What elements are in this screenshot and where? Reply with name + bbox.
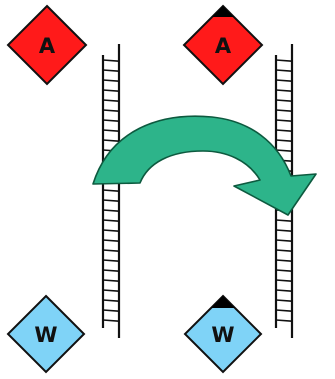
ladder-rung bbox=[102, 209, 120, 212]
ladder-rung bbox=[275, 219, 293, 222]
ladder-rung bbox=[275, 119, 293, 122]
right-bottom-diamond-label: W bbox=[211, 323, 234, 347]
ladder-rung bbox=[275, 149, 293, 152]
ladder-rung bbox=[102, 79, 120, 82]
ladder-rung bbox=[102, 189, 120, 192]
ladder-rung bbox=[102, 279, 120, 282]
ladder-rung bbox=[275, 269, 293, 272]
right-bottom-marker bbox=[211, 296, 235, 308]
ladder-rung bbox=[102, 319, 120, 322]
ladder-rung bbox=[275, 139, 293, 142]
ladder-rung bbox=[102, 99, 120, 102]
left-bottom-diamond-label: W bbox=[34, 323, 57, 347]
ladder-rung bbox=[275, 229, 293, 232]
ladder-rung bbox=[102, 259, 120, 262]
ladder-rung bbox=[275, 279, 293, 282]
right-top-diamond: A bbox=[182, 4, 264, 86]
right-bottom-diamond: W bbox=[183, 294, 263, 374]
ladder-rung bbox=[275, 309, 293, 312]
ladder-rung bbox=[275, 249, 293, 252]
ladder-rung bbox=[102, 199, 120, 202]
ladder-rung bbox=[102, 119, 120, 122]
ladder-rung bbox=[275, 79, 293, 82]
ladder-rung bbox=[275, 239, 293, 242]
right-top-diamond-label: A bbox=[215, 34, 232, 58]
ladder-rung bbox=[275, 89, 293, 92]
ladder-rung bbox=[102, 309, 120, 312]
ladder-rung bbox=[275, 319, 293, 322]
ladder-rung bbox=[275, 129, 293, 132]
ladder-rung bbox=[102, 59, 120, 62]
ladder-rung bbox=[102, 289, 120, 292]
ladder-rung bbox=[102, 219, 120, 222]
left-ladder-icon bbox=[101, 44, 121, 338]
ladder-rung bbox=[102, 139, 120, 142]
ladder-rung bbox=[102, 299, 120, 302]
ladder-rung bbox=[275, 69, 293, 72]
left-top-diamond-label: A bbox=[39, 34, 56, 58]
ladder-rung bbox=[102, 229, 120, 232]
ladder-rung bbox=[275, 99, 293, 102]
ladder-rung bbox=[275, 259, 293, 262]
left-top-diamond: A bbox=[6, 4, 88, 86]
ladder-rung bbox=[102, 239, 120, 242]
left-bottom-diamond: W bbox=[6, 294, 86, 374]
ladder-rung bbox=[102, 249, 120, 252]
ladder-rung bbox=[102, 129, 120, 132]
ladder-rung bbox=[102, 89, 120, 92]
ladder-rung bbox=[275, 289, 293, 292]
curved-arrow-right-icon bbox=[92, 115, 317, 216]
ladder-rung bbox=[275, 59, 293, 62]
ladder-rung bbox=[275, 299, 293, 302]
ladder-rung bbox=[275, 109, 293, 112]
right-top-marker bbox=[212, 6, 234, 17]
ladder-rung bbox=[102, 109, 120, 112]
ladder-rung bbox=[102, 69, 120, 72]
ladder-rung bbox=[102, 269, 120, 272]
